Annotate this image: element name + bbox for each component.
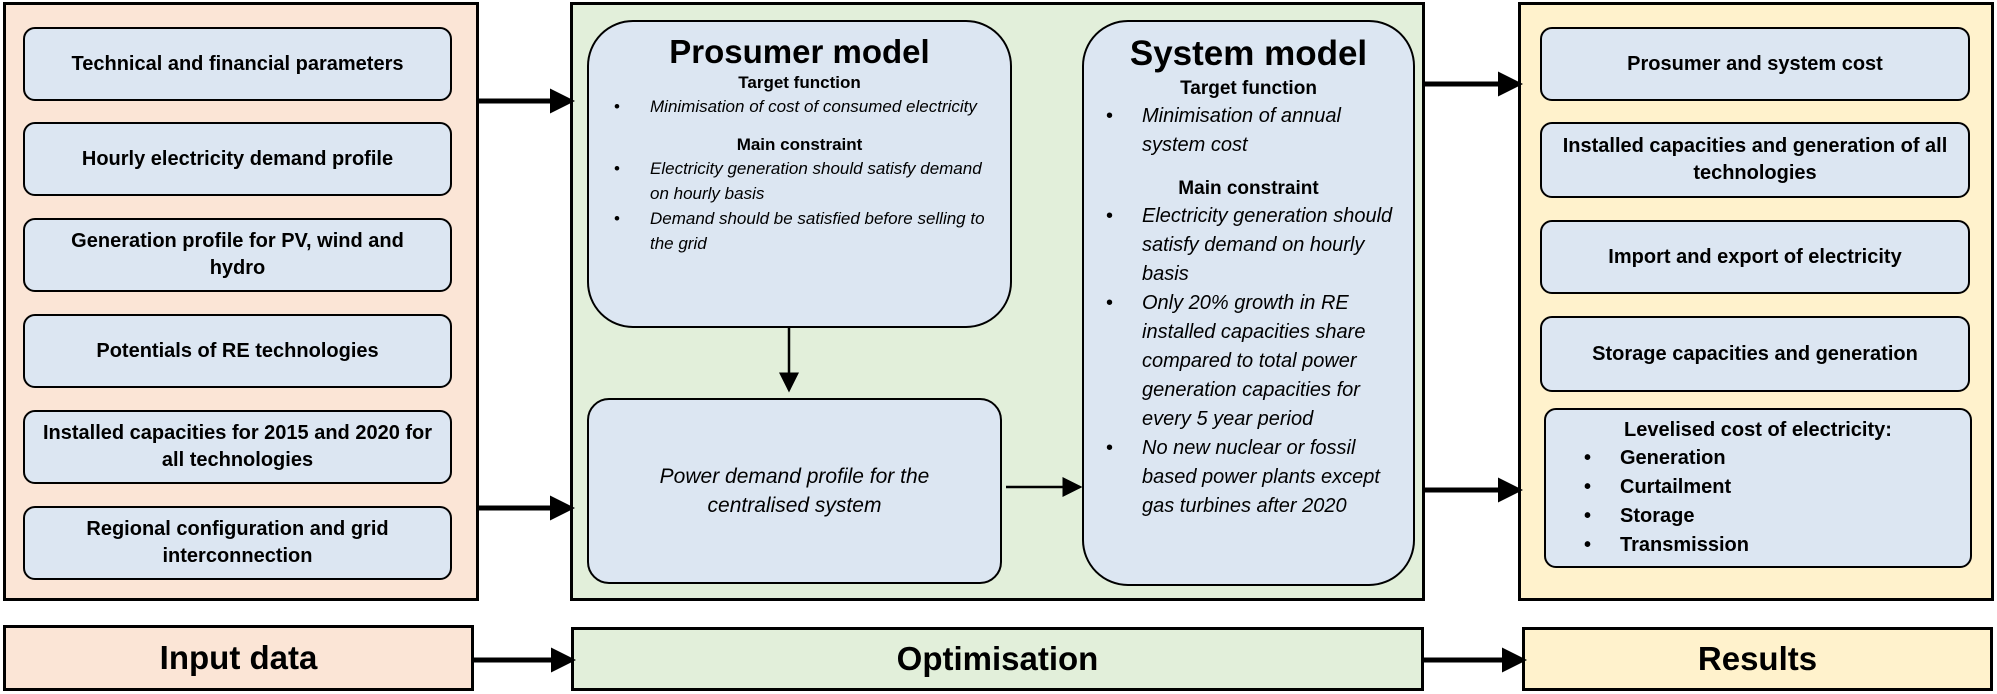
system-constraint-item: Electricity generation should satisfy de… (1084, 202, 1413, 289)
result-box-lcoe: Levelised cost of electricity: Generatio… (1544, 408, 1972, 568)
system-target-heading: Target function (1180, 78, 1317, 99)
lcoe-title: Levelised cost of electricity: (1624, 419, 1892, 441)
prosumer-target-list: Minimisation of cost of consumed electri… (589, 94, 1010, 119)
system-constraint-heading: Main constraint (1178, 178, 1319, 199)
system-constraint-item: Only 20% growth in RE installed capaciti… (1084, 289, 1413, 434)
system-model-title: System model (1129, 34, 1368, 73)
input-box-installed-capacities: Installed capacities for 2015 and 2020 f… (23, 410, 452, 484)
system-model-box: System model Target function Minimisatio… (1082, 20, 1415, 586)
input-box-regional-configuration: Regional configuration and grid intercon… (23, 506, 452, 580)
prosumer-constraint-heading: Main constraint (736, 135, 863, 154)
system-target-list: Minimisation of annual system cost (1084, 102, 1413, 160)
input-box-generation-profile: Generation profile for PV, wind and hydr… (23, 218, 452, 292)
system-constraint-item: No new nuclear or fossil based power pla… (1084, 434, 1413, 521)
input-box-demand-profile: Hourly electricity demand profile (23, 122, 452, 196)
lcoe-item: Curtailment (1556, 473, 1960, 502)
prosumer-constraint-item: Demand should be satisfied before sellin… (589, 206, 1010, 256)
lcoe-list: Generation Curtailment Storage Transmiss… (1556, 444, 1960, 560)
prosumer-target-item: Minimisation of cost of consumed electri… (589, 94, 1010, 119)
prosumer-model-box: Prosumer model Target function Minimisat… (587, 20, 1012, 328)
result-box-installed-capacities: Installed capacities and generation of a… (1540, 122, 1970, 198)
results-label: Results (1522, 627, 1993, 691)
result-box-cost: Prosumer and system cost (1540, 27, 1970, 101)
optimisation-label: Optimisation (571, 627, 1424, 691)
input-box-re-potentials: Potentials of RE technologies (23, 314, 452, 388)
lcoe-item: Transmission (1556, 531, 1960, 560)
prosumer-constraint-item: Electricity generation should satisfy de… (589, 156, 1010, 206)
input-panel (3, 2, 479, 601)
lcoe-item: Generation (1556, 444, 1960, 473)
system-constraint-list: Electricity generation should satisfy de… (1084, 202, 1413, 521)
prosumer-model-title: Prosumer model (669, 33, 930, 70)
system-target-item: Minimisation of annual system cost (1084, 102, 1413, 160)
lcoe-item: Storage (1556, 502, 1960, 531)
power-demand-profile-box: Power demand profile for the centralised… (587, 398, 1002, 584)
result-box-import-export: Import and export of electricity (1540, 220, 1970, 294)
input-data-label: Input data (3, 625, 474, 691)
input-box-technical-financial: Technical and financial parameters (23, 27, 452, 101)
result-box-storage: Storage capacities and generation (1540, 316, 1970, 392)
prosumer-constraint-list: Electricity generation should satisfy de… (589, 156, 1010, 256)
prosumer-target-heading: Target function (738, 73, 861, 92)
